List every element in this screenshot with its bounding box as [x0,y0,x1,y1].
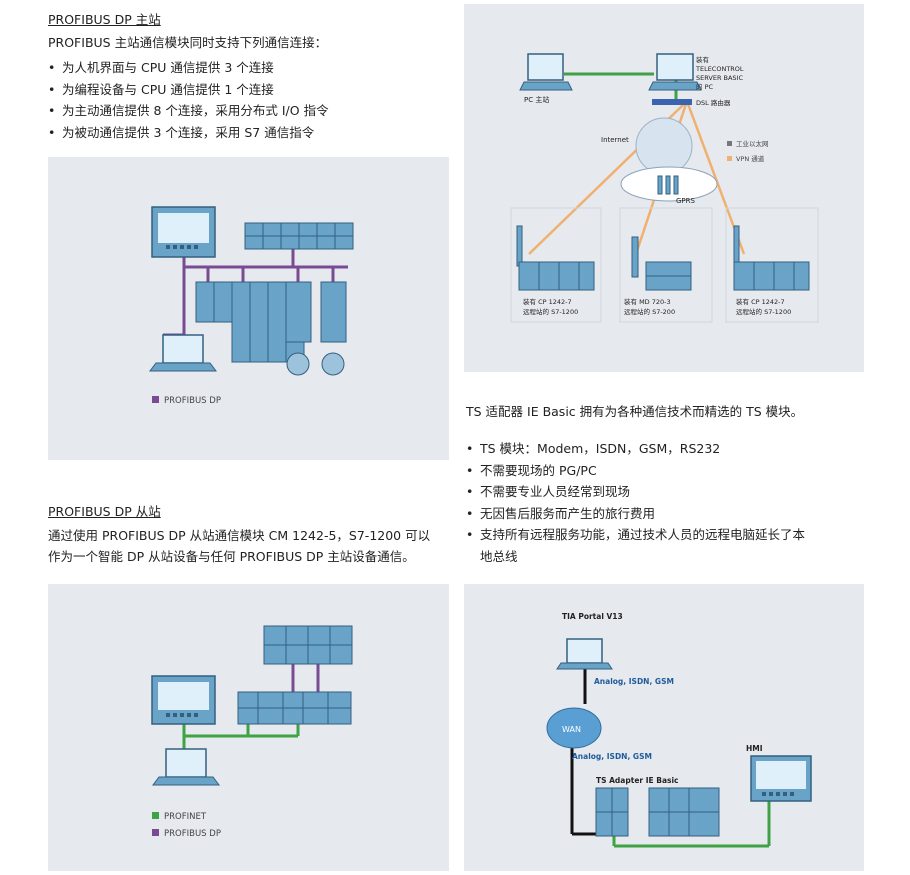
internet-label: Internet [601,136,629,144]
station3-label-2: 远程站的 S7-1200 [736,307,791,316]
laptop-icon [556,638,613,670]
server-label-1: 装有 [696,55,710,64]
link-label-2: Analog, ISDN, GSM [572,752,652,761]
station-3-frame [725,207,819,323]
list-item: 不需要专业人员经常到现场 [466,481,866,503]
legend-swatch-profinet [152,812,159,819]
list-item: TS 模块：Modem，ISDN，GSM，RS232 [466,438,866,460]
hmi-label: HMI [746,744,763,753]
remote-network-diagram: PC 主站 装有 TELECONTROL SERVER BASIC 的 PC D… [464,4,864,372]
server-label-3: SERVER BASIC [696,74,743,82]
link-label-1: Analog, ISDN, GSM [594,677,674,686]
profibus-master-diagram: PROFIBUS DP [48,157,449,460]
slave-title: PROFIBUS DP 从站 [48,504,161,519]
dsl-router-label: DSL 路由器 [696,98,731,107]
list-item: 为编程设备与 CPU 通信提供 1 个连接 [48,79,329,101]
slave-diagram-svg: PROFINET PROFIBUS DP [151,625,353,839]
ts-adapter-label: TS Adapter IE Basic [596,776,679,785]
station1-label-1: 装有 CP 1242-7 [523,297,572,306]
list-item: 不需要现场的 PG/PC [466,460,866,482]
station2-label-1: 装有 MD 720-3 [624,297,671,306]
pc-master-label: PC 主站 [524,95,549,104]
ts-bullet-continuation: 地总线 [480,549,518,564]
list-item: 为被动通信提供 3 个连接，采用 S7 通信指令 [48,122,329,144]
legend-profinet-label: PROFINET [164,812,207,822]
laptop-icon [149,334,217,372]
master-diagram-svg: PROFIBUS DP [149,206,354,406]
antenna-icon [631,236,639,278]
station-2-frame [619,207,713,323]
slave-text-line2: 作为一个智能 DP 从站设备与任何 PROFIBUS DP 主站设备通信。 [48,549,415,564]
legend-swatch-profibus [152,396,159,403]
plc-s7-1200-icon [518,261,595,291]
ts-adapter-icon [595,787,629,837]
legend-swatch-profibus [152,829,159,836]
antenna-icon [733,225,740,267]
master-legend-label: PROFIBUS DP [164,396,221,406]
ts-diagram-svg: TIA Portal V13 Analog, ISDN, GSM WAN Ana… [546,612,812,848]
legend-swatch-ethernet [727,141,732,146]
plc-cpu-icon [648,787,720,837]
remote-diagram-svg: PC 主站 装有 TELECONTROL SERVER BASIC 的 PC D… [510,53,819,323]
server-pc-icon [648,53,702,105]
plc-slave-icon [237,691,352,725]
gprs-label: GPRS [676,197,696,205]
wan-label: WAN [562,725,581,734]
ts-adapter-diagram: TIA Portal V13 Analog, ISDN, GSM WAN Ana… [464,584,864,871]
legend-ethernet-label: 工业以太网 [736,139,769,148]
list-item: 支持所有远程服务功能，通过技术人员的远程电脑延长了本 [466,524,866,546]
station-1-frame [510,207,602,323]
tia-label: TIA Portal V13 [562,612,623,621]
master-rack-icon [263,625,353,665]
ts-adapter-bullet-list: TS 模块：Modem，ISDN，GSM，RS232 不需要现场的 PG/PC … [466,438,866,546]
server-label-2: TELECONTROL [695,65,744,73]
master-bullet-list: 为人机界面与 CPU 通信提供 3 个连接 为编程设备与 CPU 通信提供 1 … [48,57,329,143]
slave-text-line1: 通过使用 PROFIBUS DP 从站通信模块 CM 1242-5，S7-120… [48,528,431,543]
server-label-4: 的 PC [696,82,713,91]
internet-globe-icon [635,117,693,175]
list-item: 为人机界面与 CPU 通信提供 3 个连接 [48,57,329,79]
list-item: 为主动通信提供 8 个连接，采用分布式 I/O 指令 [48,100,329,122]
profibus-slave-diagram: PROFINET PROFIBUS DP [48,584,449,871]
station3-label-1: 装有 CP 1242-7 [736,297,785,306]
hmi-panel-icon [151,206,216,258]
ts-adapter-intro: TS 适配器 IE Basic 拥有为各种通信技术而精选的 TS 模块。 [466,404,804,419]
plc-s7-1200-icon [733,261,810,291]
pc-master-icon [519,53,573,91]
wan-cloud-icon [546,707,602,749]
mobile-network-icon [657,175,679,195]
drive-icon [285,281,347,376]
antenna-icon [516,225,523,267]
laptop-icon [152,748,220,786]
station1-label-2: 远程站的 S7-1200 [523,307,578,316]
hmi-panel-icon [750,755,812,802]
list-item: 无因售后服务而产生的旅行费用 [466,503,866,525]
station2-label-2: 远程站的 S7-200 [624,307,675,316]
hmi-panel-icon [151,675,216,725]
master-title: PROFIBUS DP 主站 [48,12,161,27]
master-intro: PROFIBUS 主站通信模块同时支持下列通信连接： [48,35,328,50]
plc-cpu-icon [244,222,354,250]
legend-swatch-vpn [727,156,732,161]
dsl-router-icon [652,99,692,105]
legend-profibus-label: PROFIBUS DP [164,829,221,839]
legend-vpn-label: VPN 通道 [736,154,765,163]
